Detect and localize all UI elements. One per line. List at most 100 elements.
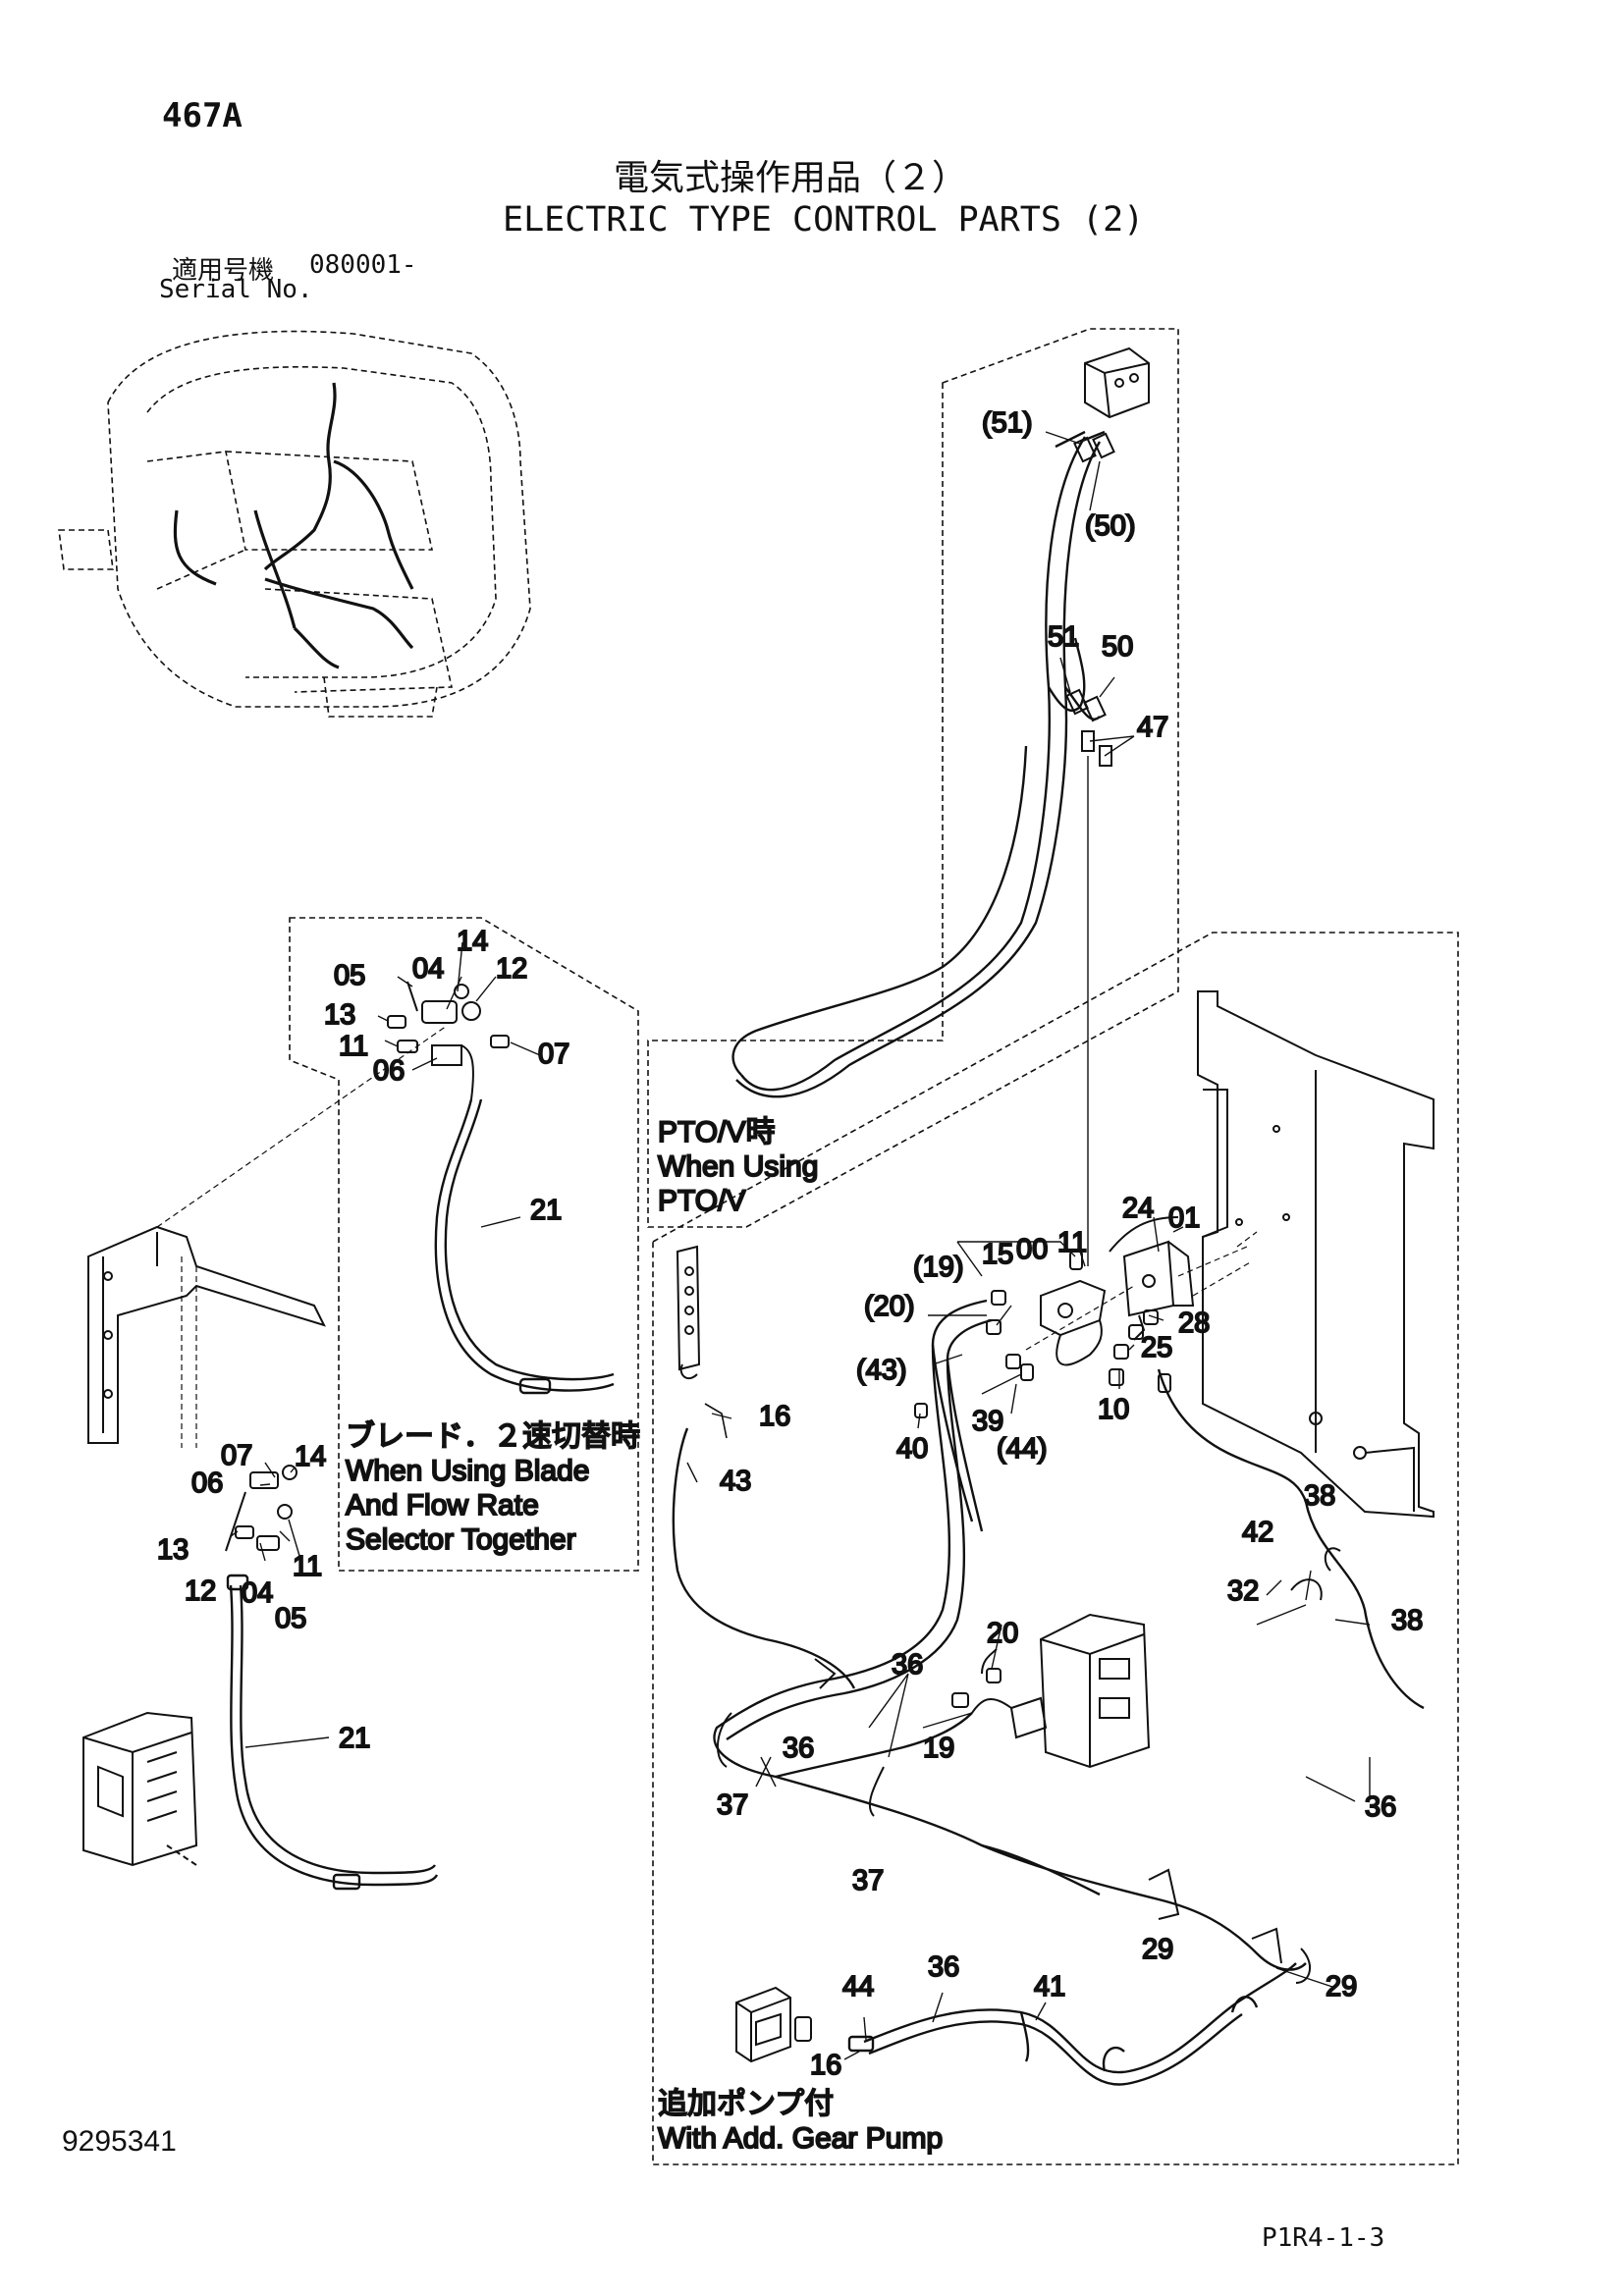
title-english: ELECTRIC TYPE CONTROL PARTS (2) xyxy=(503,200,1145,240)
note-blade: ブレード．２速切替時 When Using Blade And Flow Rat… xyxy=(345,1419,641,1557)
callout-28: 28 xyxy=(1178,1308,1210,1339)
callout-blade-12: 12 xyxy=(496,953,527,985)
callout-left-04: 04 xyxy=(242,1577,273,1609)
title-japanese: 電気式操作用品（２） xyxy=(614,158,968,198)
callout-29-right: 29 xyxy=(1326,1971,1357,2002)
callout-50-paren: (50) xyxy=(1085,510,1136,542)
note-pto-line-1: PTO/V時 xyxy=(658,1116,775,1148)
callout-37-left: 37 xyxy=(717,1789,748,1821)
callout-left-07: 07 xyxy=(221,1440,252,1471)
note-blade-line-1: ブレード．２速切替時 xyxy=(346,1420,640,1453)
serial-label-english: Serial No. xyxy=(159,275,313,304)
callout-left-14: 14 xyxy=(295,1441,326,1472)
cab-overview-illustration xyxy=(58,330,531,718)
blade-hose-21 xyxy=(434,1098,615,1395)
callout-00: 00 xyxy=(1016,1234,1048,1265)
callout-10: 10 xyxy=(1098,1394,1129,1425)
lower-left-hose-21 xyxy=(226,1574,439,1891)
main-region-border xyxy=(652,932,1459,2165)
serial-label-japanese: 適用号機 xyxy=(172,256,275,286)
page-code: 467A xyxy=(162,96,243,135)
callout-20-paren: (20) xyxy=(864,1291,915,1322)
leader-lines xyxy=(230,431,1371,2060)
callout-gear-44: 44 xyxy=(842,1971,874,2002)
callout-blade-06: 06 xyxy=(373,1055,405,1087)
callout-left-06: 06 xyxy=(191,1468,223,1499)
pto-hoses xyxy=(731,430,1106,1098)
harness-clamps xyxy=(716,1412,1367,1984)
callout-25: 25 xyxy=(1141,1332,1172,1363)
pto-region-border xyxy=(647,328,1179,1228)
callout-gear-36: 36 xyxy=(928,1951,959,1983)
callout-left-13: 13 xyxy=(157,1534,189,1566)
leader-dashed-left xyxy=(156,1025,448,1448)
callout-37-lower: 37 xyxy=(852,1865,884,1896)
page-reference: P1R4-1-3 xyxy=(1262,2223,1385,2253)
control-valve-assembly xyxy=(82,1711,198,1867)
note-gear-pump-line-2: With Add. Gear Pump xyxy=(658,2122,943,2155)
callout-43: 43 xyxy=(720,1466,751,1497)
serial-value: 080001- xyxy=(309,250,417,280)
callout-50: 50 xyxy=(1102,631,1133,663)
callout-36-right: 36 xyxy=(1365,1791,1396,1823)
callout-24: 24 xyxy=(1122,1193,1154,1224)
callout-51: 51 xyxy=(1048,621,1079,653)
callout-51-paren: (51) xyxy=(982,407,1033,439)
callout-44-paren: (44) xyxy=(997,1433,1048,1465)
callout-01: 01 xyxy=(1168,1202,1200,1234)
callout-left-12: 12 xyxy=(185,1575,216,1607)
callout-blade-11: 11 xyxy=(339,1031,368,1062)
cab-wiring-harness xyxy=(173,382,414,669)
callout-38-upper: 38 xyxy=(1304,1480,1335,1512)
callout-42: 42 xyxy=(1242,1517,1273,1548)
callout-32: 32 xyxy=(1227,1575,1259,1607)
callout-39: 39 xyxy=(972,1406,1003,1437)
callout-20: 20 xyxy=(987,1618,1018,1649)
solenoid-valve-assembly xyxy=(1025,1216,1258,1366)
note-pto: PTO/V時 When Using PTO/V xyxy=(657,1115,819,1218)
note-blade-line-2: When Using Blade xyxy=(346,1455,589,1487)
callout-16: 16 xyxy=(759,1401,790,1432)
document-number: 9295341 xyxy=(62,2125,177,2158)
callout-blade-05: 05 xyxy=(334,960,365,991)
callout-38-lower: 38 xyxy=(1391,1605,1423,1636)
callout-blade-04: 04 xyxy=(412,953,444,985)
left-bracket xyxy=(87,1225,326,1444)
callout-left-21: 21 xyxy=(339,1723,370,1754)
note-pto-line-2: When Using xyxy=(658,1150,818,1183)
callout-gear-16: 16 xyxy=(810,2050,841,2081)
callout-blade-21: 21 xyxy=(530,1195,562,1226)
callout-43-paren: (43) xyxy=(856,1355,907,1386)
blade-region-border xyxy=(289,917,639,1572)
callout-left-11: 11 xyxy=(293,1551,322,1582)
callout-gear-41: 41 xyxy=(1034,1971,1065,2002)
callout-15: 15 xyxy=(982,1239,1013,1270)
note-pto-line-3: PTO/V xyxy=(658,1185,745,1217)
solenoid-fittings xyxy=(914,1251,1171,1418)
right-panel xyxy=(1197,990,1435,1519)
callout-blade-07: 07 xyxy=(538,1039,569,1070)
note-gear-pump-line-1: 追加ポンプ付 xyxy=(658,2088,834,2120)
callout-left-05: 05 xyxy=(275,1603,306,1634)
note-blade-line-4: Selector Together xyxy=(346,1523,576,1556)
callout-blade-14: 14 xyxy=(457,926,488,957)
callout-19: 19 xyxy=(923,1733,954,1764)
callout-47: 47 xyxy=(1137,712,1168,743)
solenoid-valve-lower xyxy=(951,1613,1151,1769)
vertical-bracket xyxy=(676,1245,728,1439)
lower-left-fitting-group xyxy=(225,1465,298,1552)
note-blade-line-3: And Flow Rate xyxy=(346,1489,539,1522)
callout-29-lower: 29 xyxy=(1142,1934,1173,1965)
callout-40: 40 xyxy=(896,1433,928,1465)
callout-labels: (51) (50) 51 50 47 14 05 04 12 13 11 06 … xyxy=(156,406,1424,2082)
pto-fittings xyxy=(1065,432,1115,1266)
pto-valve-block xyxy=(1084,347,1150,419)
gear-pump-harness xyxy=(847,1962,1297,2086)
gear-pump-switch xyxy=(735,1986,812,2063)
callout-blade-13: 13 xyxy=(324,999,355,1031)
callout-11: 11 xyxy=(1057,1227,1087,1258)
blade-fitting-group xyxy=(387,981,510,1100)
callout-19-paren: (19) xyxy=(913,1252,964,1283)
callout-36-middle: 36 xyxy=(783,1733,814,1764)
